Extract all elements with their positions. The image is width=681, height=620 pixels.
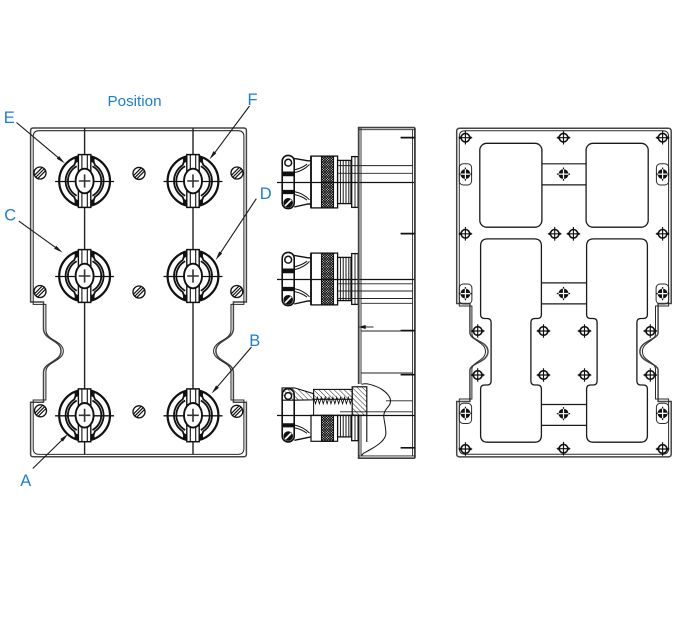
svg-text:A: A: [20, 472, 31, 490]
svg-text:B: B: [249, 332, 260, 350]
svg-text:C: C: [4, 206, 16, 224]
svg-text:E: E: [4, 109, 15, 127]
svg-text:F: F: [248, 91, 258, 109]
svg-text:Position: Position: [108, 93, 162, 110]
svg-text:D: D: [260, 185, 272, 203]
